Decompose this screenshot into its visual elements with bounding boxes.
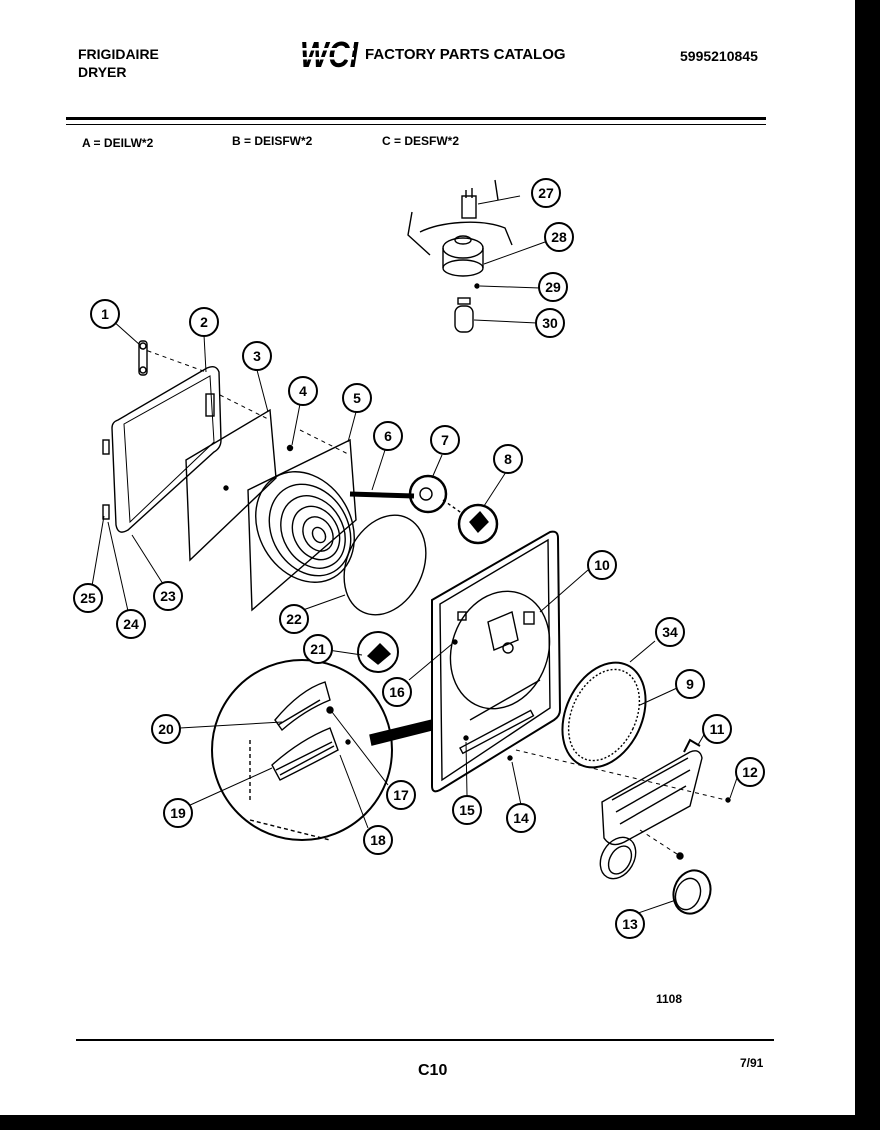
drawing-number: 1108 [656,992,683,1006]
callout-number: 19 [170,805,186,821]
callout-number: 10 [594,557,610,573]
callout-number: 14 [513,810,529,826]
callout-number: 2 [200,314,208,330]
callout-11: 11 [702,714,732,744]
callout-number: 24 [123,616,139,632]
callout-16: 16 [382,677,412,707]
callout-22: 22 [279,604,309,634]
callout-21: 21 [303,634,333,664]
inner-door-panel [185,408,277,562]
callout-12: 12 [735,757,765,787]
wci-logo: WCI [298,34,360,75]
callout-1: 1 [90,299,120,329]
footer-rule [76,1039,774,1041]
callout-number: 18 [370,832,386,848]
callout-2: 2 [189,307,219,337]
callout-number: 6 [384,428,392,444]
door-liner [247,438,357,612]
callout-number: 1 [101,306,109,322]
callout-28: 28 [544,222,574,252]
callout-18: 18 [363,825,393,855]
callout-15: 15 [452,795,482,825]
door-switch-button [357,631,399,673]
page-code: C10 [418,1062,448,1079]
callout-number: 15 [459,802,475,818]
callout-number: 22 [286,611,302,627]
callout-17: 17 [386,780,416,810]
front-panel [431,530,562,793]
callout-6: 6 [373,421,403,451]
door-seal [343,514,427,616]
callout-number: 28 [551,229,567,245]
callout-3: 3 [242,341,272,371]
catalog-title: FACTORY PARTS CATALOG [365,46,566,63]
callout-number: 5 [353,390,361,406]
callout-9: 9 [675,669,705,699]
callout-13: 13 [615,909,645,939]
callout-number: 7 [441,432,449,448]
parts-catalog-page: FRIGIDAIRE DRYER WCI FACTORY PARTS CATAL… [0,0,855,1115]
outer-door-panel [102,365,222,533]
callout-29: 29 [538,272,568,302]
callout-34: 34 [655,617,685,647]
detail-magnifier [211,659,433,841]
callout-14: 14 [506,803,536,833]
hinge-pin [138,340,148,376]
callout-number: 29 [545,279,561,295]
callout-4: 4 [288,376,318,406]
callout-number: 25 [80,590,96,606]
callout-number: 11 [710,721,725,737]
callout-7: 7 [430,425,460,455]
callout-number: 23 [160,588,176,604]
model-b: B = DEISFW*2 [232,134,313,148]
callout-number: 30 [542,315,558,331]
model-c: C = DESFW*2 [382,134,460,148]
callout-24: 24 [116,609,146,639]
callout-25: 25 [73,583,103,613]
leader-lines [91,195,739,921]
lint-housing [599,738,731,880]
header-rule-thick [66,117,766,120]
catalog-number: 5995210845 [680,48,758,64]
bulb-assembly [407,179,513,333]
callout-number: 27 [538,185,554,201]
callout-number: 4 [299,383,307,399]
callout-number: 34 [662,624,678,640]
callout-number: 20 [158,721,174,737]
svg-text:WCI: WCI [300,36,359,72]
callout-5: 5 [342,383,372,413]
callout-number: 13 [622,916,638,932]
exploded-parts-diagram: 1234567891011121314151617181920212223242… [73,178,765,939]
header-rule-thin [66,124,766,125]
callout-27: 27 [531,178,561,208]
callout-30: 30 [535,308,565,338]
callout-10: 10 [587,550,617,580]
callout-8: 8 [493,444,523,474]
callout-20: 20 [151,714,181,744]
brand-name: FRIGIDAIRE [78,46,159,62]
product-name: DRYER [78,64,127,80]
revision-date: 7/91 [740,1056,764,1070]
model-a: A = DEILW*2 [82,136,154,150]
callout-19: 19 [163,798,193,828]
callout-number: 12 [742,764,758,780]
callout-23: 23 [153,581,183,611]
callout-number: 17 [393,787,409,803]
callout-number: 9 [686,676,694,692]
callout-number: 21 [310,641,326,657]
callout-number: 16 [389,684,405,700]
callout-number: 8 [504,451,512,467]
callout-number: 3 [253,348,261,364]
